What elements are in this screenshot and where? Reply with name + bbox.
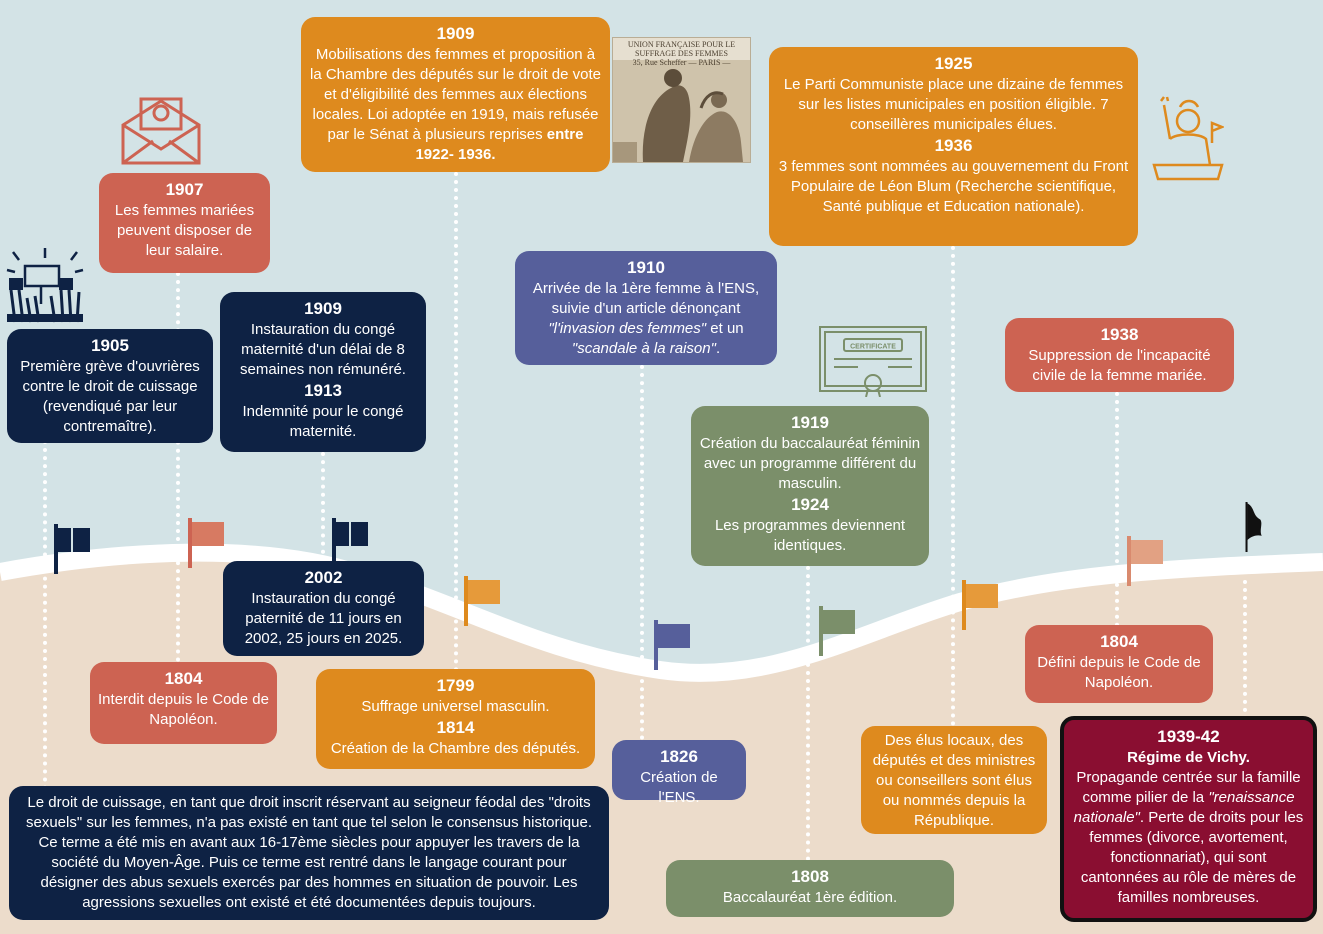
event-text-mid: et un [706,320,744,337]
event-year: 1910 [627,258,665,277]
droit-de-cuissage-note: Le droit de cuissage, en tant que droit … [9,786,609,920]
event-1799-1814: 1799 Suffrage universel masculin. 1814 C… [316,669,595,769]
event-year: 1925 [934,54,973,73]
event-text: Mobilisations des femmes et proposition … [310,46,601,143]
event-text: Baccalauréat 1ère édition. [722,889,898,906]
event-1905: 1905 Première grève d'ouvrières contre l… [7,329,213,443]
event-1804-interdit: 1804 Interdit depuis le Code de Napoléon… [90,662,277,744]
event-1910: 1910 Arrivée de la 1ère femme à l'ENS, s… [515,251,777,365]
event-text-2: Indemnité pour le congé maternité. [242,403,404,440]
event-year: 1939-42 [1157,727,1220,746]
event-1939-42-vichy: 1939-42 Régime de Vichy. Propagande cent… [1060,716,1317,922]
event-year-2: 1936 [934,136,973,155]
connector-1905 [43,440,47,790]
flag-navy-icon [332,518,368,568]
flag-coral-icon [188,518,224,568]
event-year: 1799 [436,676,475,695]
event-text: Instauration du congé maternité d'un dél… [240,321,406,378]
event-year: 1907 [165,180,204,199]
money-envelope-icon [121,97,201,165]
event-year: 1808 [791,867,829,886]
woman-raising-hand-icon [1152,96,1224,181]
event-1909-1913-maternite: 1909 Instauration du congé maternité d'u… [220,292,426,452]
certificate-label: CERTIFICATE [850,344,896,351]
event-quote: "renaissance nationale" [1073,789,1295,826]
event-year: 1905 [91,336,129,355]
event-elus: Des élus locaux, des députés et des mini… [861,726,1047,834]
event-quote-2: "scandale à la raison" [571,340,716,357]
event-year: 1909 [304,299,342,318]
event-text: Interdit depuis le Code de Napoléon. [98,691,269,728]
note-text: Le droit de cuissage, en tant que droit … [26,794,592,911]
event-1808: 1808 Baccalauréat 1ère édition. [666,860,954,917]
event-text-end: . [715,340,721,357]
certificate-icon: CERTIFICATE [819,326,927,397]
event-year: 1826 [660,747,698,766]
event-text-2: Création de la Chambre des députés. [330,740,581,757]
event-text: Des élus locaux, des députés et des mini… [872,732,1036,829]
event-text: Suffrage universel masculin. [361,698,550,715]
connector-1938 [1115,392,1119,627]
connector-1925 [951,246,955,726]
event-text: Suppression de l'incapacité civile de la… [1028,347,1211,384]
poster-caption: UNION FRANÇAISE POUR LE SUFFRAGE DES FEM… [613,40,750,67]
connector-1939 [1243,580,1247,720]
event-text: Défini depuis le Code de Napoléon. [1037,654,1201,691]
connector-1909a [454,172,458,672]
event-text: Arrivée de la 1ère femme à l'ENS, suivie… [532,280,760,317]
connector-1909b [321,452,325,562]
flag-purple-icon [654,620,690,670]
flag-navy-icon [54,524,90,574]
event-text: Les femmes mariées peuvent disposer de l… [114,202,255,259]
road-path [0,543,1323,682]
event-text: Propagande centrée sur la famille comme … [1076,769,1301,806]
flag-orange-icon [464,576,500,626]
event-year-2: 1913 [304,381,342,400]
event-1804-defini: 1804 Défini depuis le Code de Napoléon. [1025,625,1213,703]
poster-caption-line2: 35, Rue Scheffer — PARIS — [632,58,731,67]
connector-1907 [176,272,180,662]
event-year: 1938 [1100,325,1139,344]
poster-caption-line1: UNION FRANÇAISE POUR LE SUFFRAGE DES FEM… [627,40,736,58]
connector-1910 [640,365,644,740]
event-1826: 1826 Création de l'ENS. [612,740,746,806]
suffrage-poster-image: UNION FRANÇAISE POUR LE SUFFRAGE DES FEM… [612,37,751,163]
event-2002: 2002 Instauration du congé paternité de … [223,561,424,656]
flag-black-icon [1245,502,1262,552]
event-year: 1804 [1100,632,1138,651]
event-year-2: 1814 [436,718,475,737]
flag-green-icon [819,606,855,656]
event-text-2: . Perte de droits pour les femmes (divor… [1080,809,1304,906]
event-1938: 1938 Suppression de l'incapacité civile … [1005,318,1234,392]
event-1925-1936: 1925 Le Parti Communiste place une dizai… [769,47,1138,246]
event-year: 2002 [304,568,343,587]
event-title: Régime de Vichy. [1127,749,1250,766]
event-text-2: 3 femmes sont nommées au gouvernement du… [778,158,1129,215]
event-text-bold: entre 1922- 1936. [415,126,584,163]
event-1919-1924: 1919 Création du baccalauréat féminin av… [691,406,929,566]
protest-crowd-icon [6,248,84,323]
event-1909-vote: 1909 Mobilisations des femmes et proposi… [301,17,610,172]
event-quote-1: "l'invasion des femmes" [548,320,707,337]
poster-illustration [613,60,750,162]
event-text-2: Les programmes deviennent identiques. [714,517,906,554]
event-year: 1919 [791,413,829,432]
flag-coral-icon [1127,536,1163,586]
event-text: Création de l'ENS. [640,769,718,806]
connector-1919 [806,566,810,861]
event-year-2: 1924 [791,495,829,514]
event-1907: 1907 Les femmes mariées peuvent disposer… [99,173,270,273]
event-text: Première grève d'ouvrières contre le dro… [20,358,200,435]
event-year: 1909 [436,24,475,43]
flag-orange-icon [962,580,998,630]
event-text: Le Parti Communiste place une dizaine de… [783,76,1124,133]
event-text: Instauration du congé paternité de 11 jo… [244,590,403,647]
event-year: 1804 [164,669,203,688]
event-text: Création du baccalauréat féminin avec un… [699,435,921,492]
